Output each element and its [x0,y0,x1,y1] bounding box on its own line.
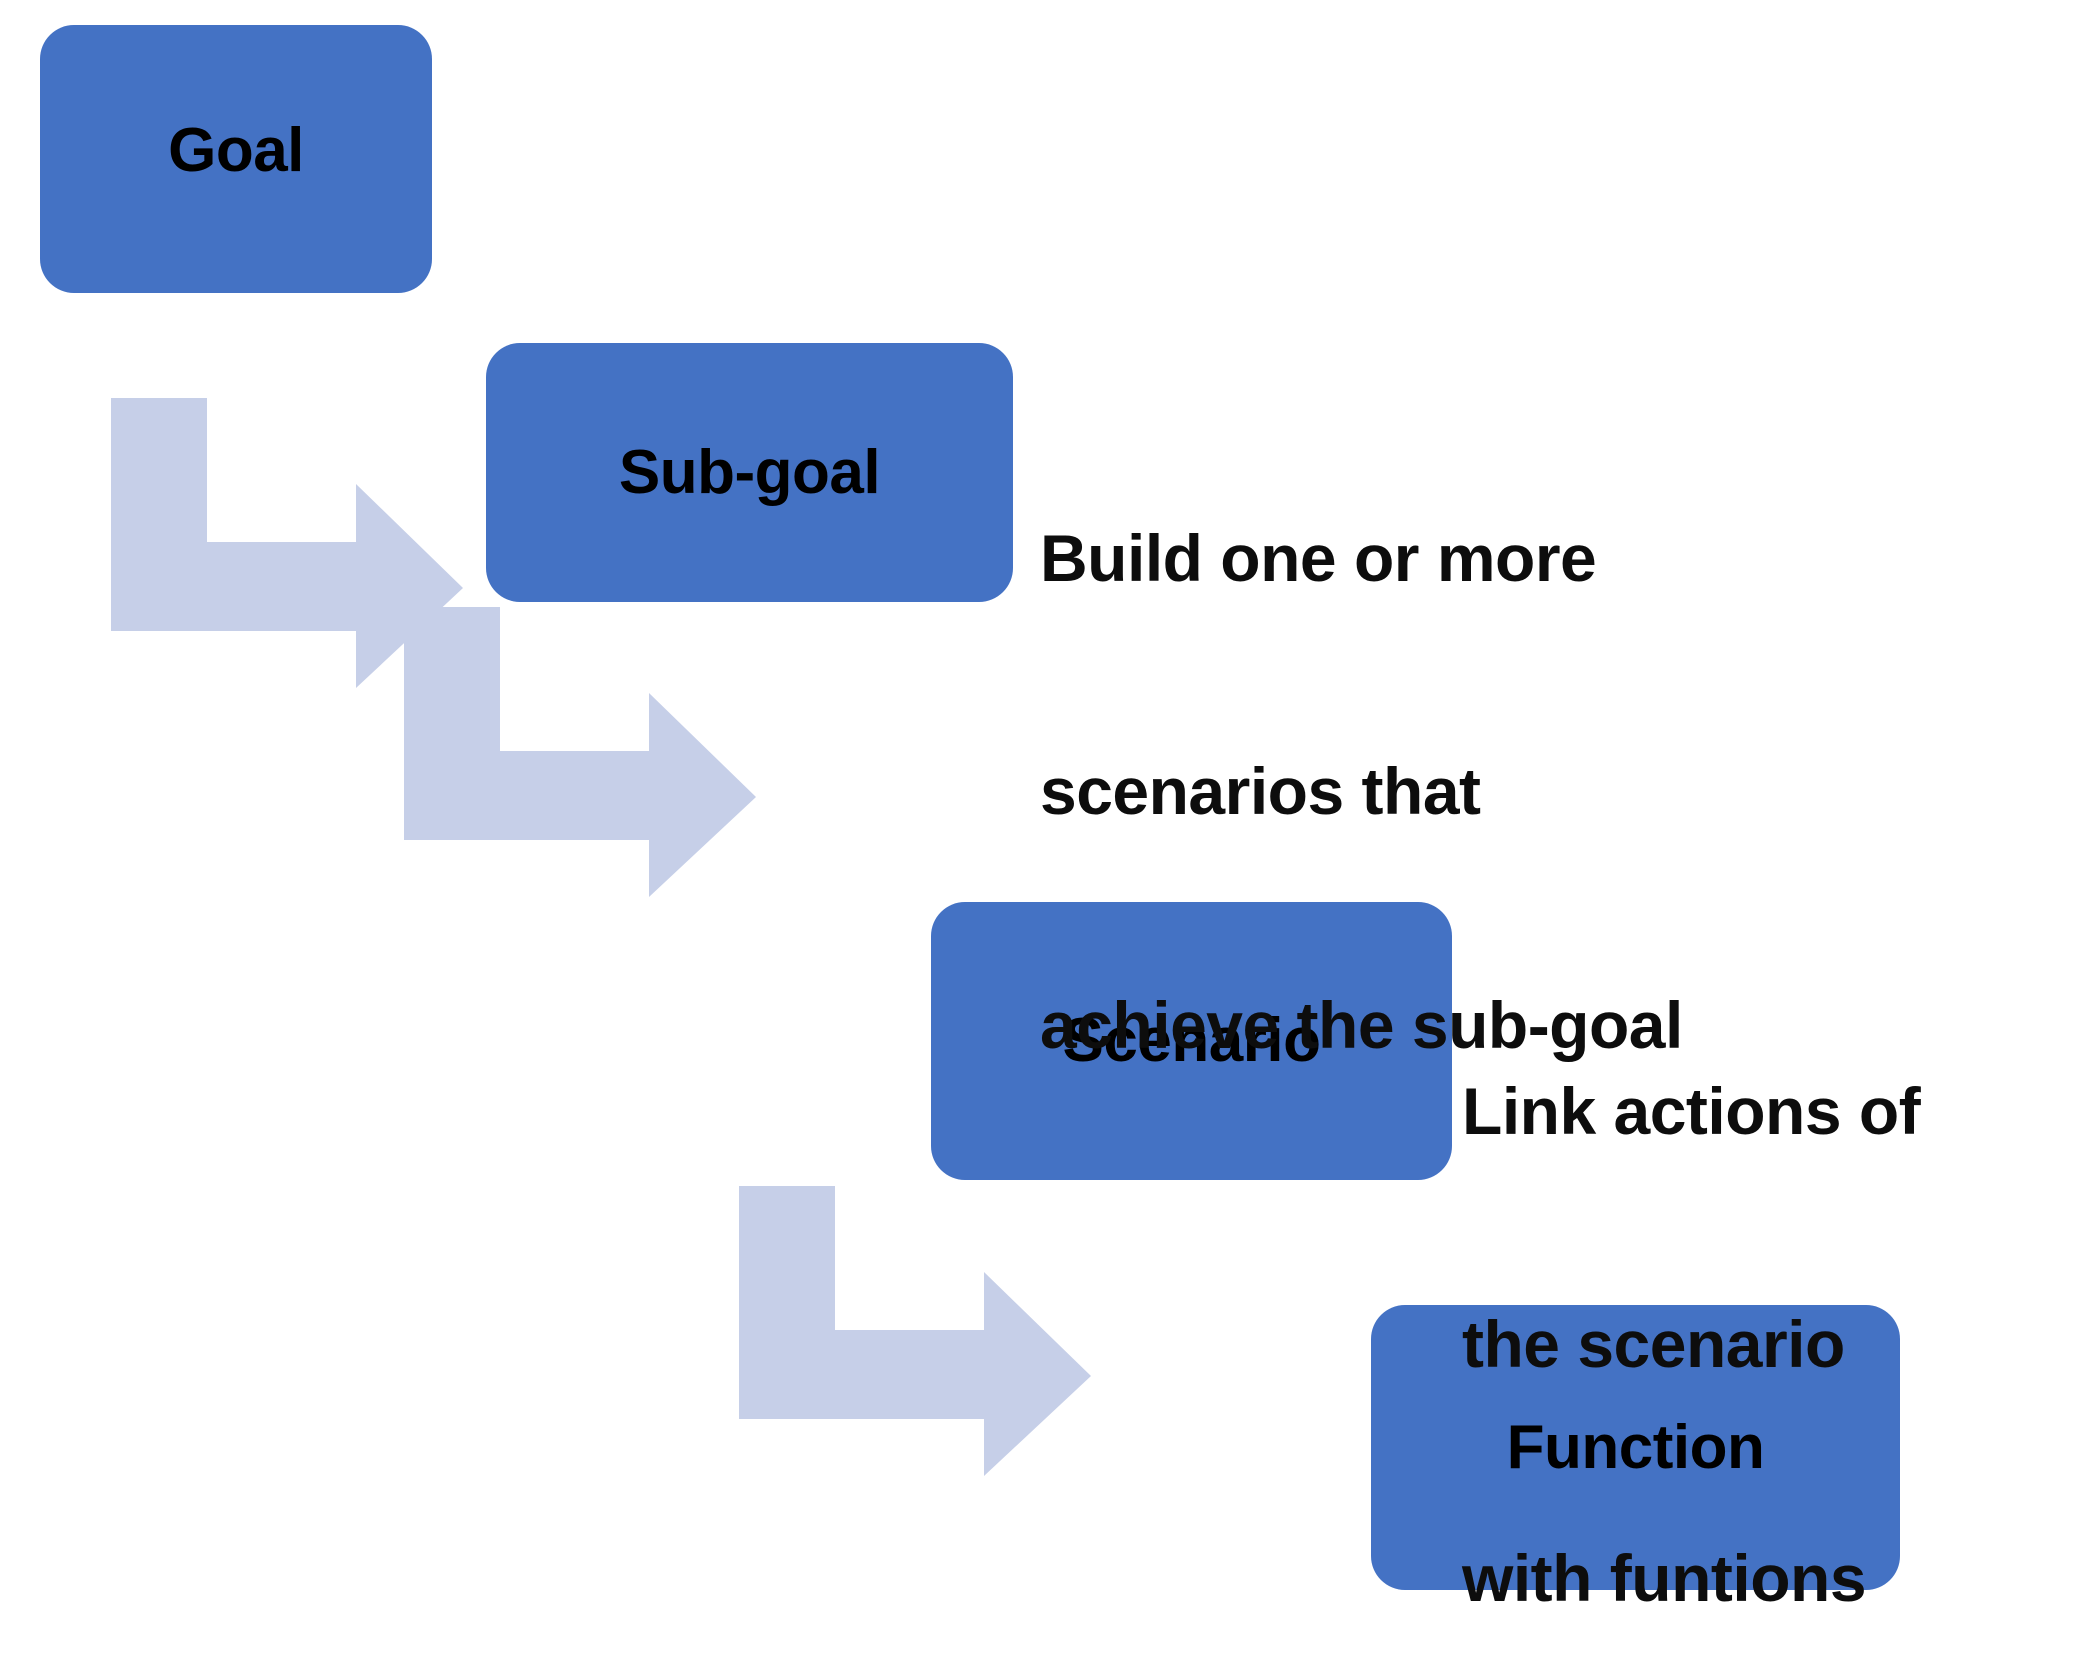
node-sub-goal-label: Sub-goal [618,437,881,507]
node-goal[interactable]: Goal [40,25,432,293]
arrow-subgoal-to-scenario [404,607,756,897]
arrow-scenario-to-function [739,1186,1091,1476]
arrow-goal-to-subgoal [111,398,463,688]
annotation-scenario-line-1: Link actions of [1462,1073,1921,1148]
annotation-sub-goal-line-3: achieve the sub-goal [1040,988,1683,1062]
node-function-label: Function [1506,1412,1765,1482]
node-goal-label: Goal [168,116,304,186]
node-scenario[interactable]: Scenario [931,902,1452,1180]
node-sub-goal[interactable]: Sub-goal [486,343,1013,602]
node-scenario-label: Scenario [1062,1006,1321,1076]
node-function[interactable]: Function [1371,1305,1900,1590]
annotation-scenario-line-3: with funtions [1462,1541,1867,1615]
annotation-scenario-line-2: the scenario [1462,1307,1845,1382]
annotation-scenario: Link actions of the scenario with funtio… [1462,917,1921,1665]
annotation-sub-goal: Build one or more scenarios that achieve… [1040,364,1683,1221]
annotation-sub-goal-line-2: scenarios that [1040,754,1481,829]
annotation-sub-goal-line-1: Build one or more [1040,520,1597,595]
